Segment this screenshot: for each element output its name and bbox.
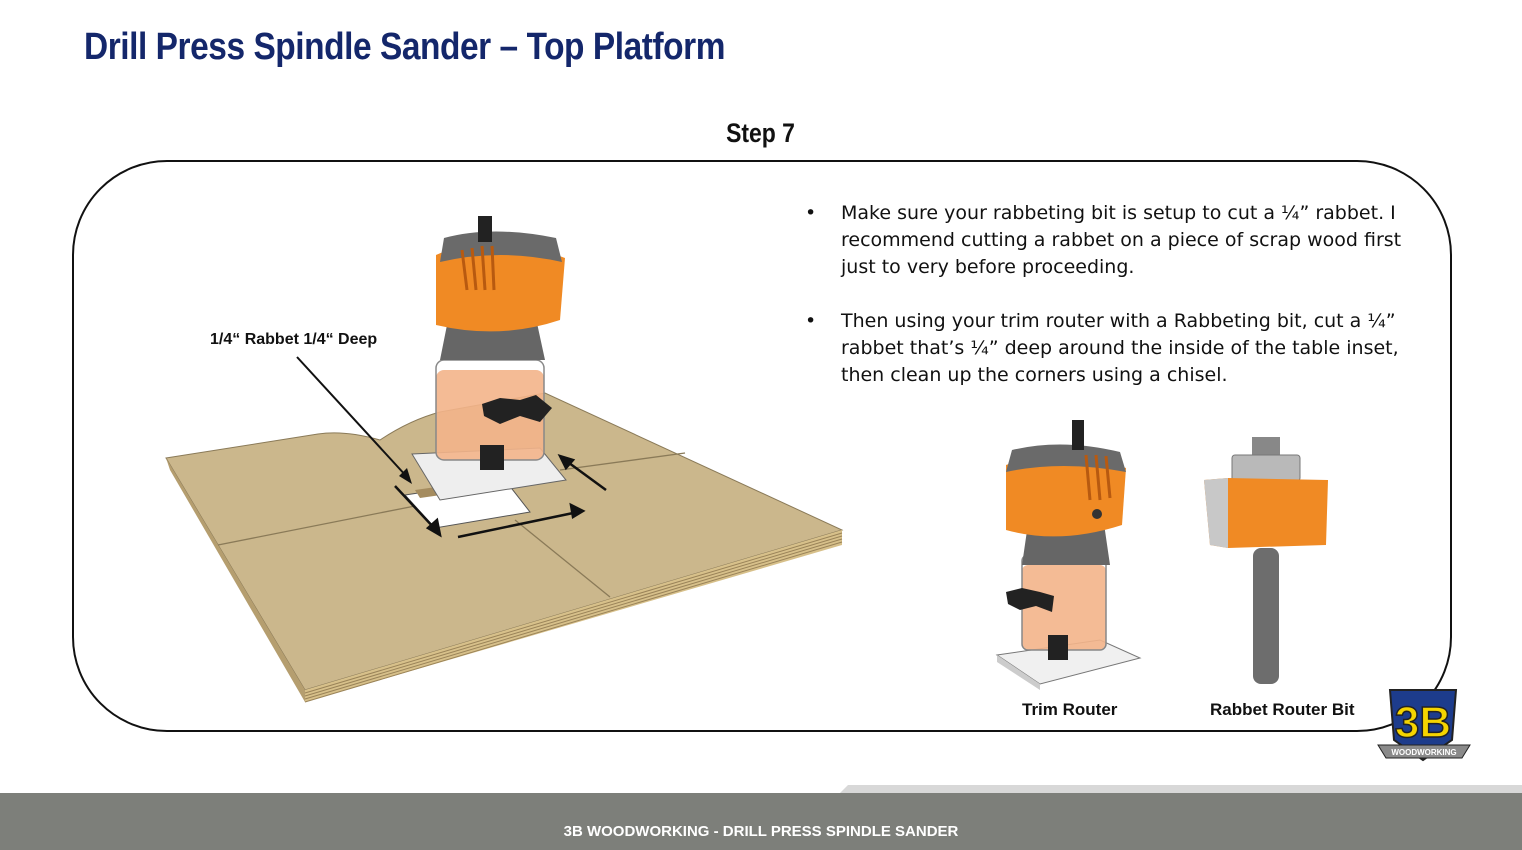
svg-text:3B: 3B <box>1395 698 1451 747</box>
step-label: Step 7 <box>726 118 796 148</box>
page-title: Drill Press Spindle Sander – Top Platfor… <box>84 26 726 68</box>
router-on-table <box>411 216 567 501</box>
trim-router-caption: Trim Router <box>1022 700 1118 719</box>
content-panel <box>72 160 1452 732</box>
instruction-list: • Make sure your rabbeting bit is setup … <box>805 200 1405 416</box>
rabbet-bit-image <box>1204 437 1328 684</box>
plywood-table <box>165 392 844 703</box>
instruction-text: Make sure your rabbeting bit is setup to… <box>841 202 1402 278</box>
direction-arrows <box>394 453 607 539</box>
step-heading: Step 7 <box>0 118 1522 149</box>
rabbet-bit-caption: Rabbet Router Bit <box>1210 700 1355 719</box>
footer-label: 3B WOODWORKING - DRILL PRESS SPINDLE SAN… <box>563 823 959 840</box>
instruction-text: Then using your trim router with a Rabbe… <box>841 310 1399 386</box>
svg-text:WOODWORKING: WOODWORKING <box>1391 748 1456 757</box>
callout-arrow <box>296 356 412 484</box>
bullet-marker: • <box>805 202 817 224</box>
footer-bar <box>0 793 1522 850</box>
trim-router-image <box>995 420 1142 690</box>
instruction-item: • Then using your trim router with a Rab… <box>805 308 1405 389</box>
bullet-marker: • <box>805 310 817 332</box>
rabbet-callout-label: 1/4“ Rabbet 1/4“ Deep <box>210 331 378 348</box>
3b-logo <box>1377 689 1471 762</box>
instruction-item: • Make sure your rabbeting bit is setup … <box>805 200 1405 281</box>
